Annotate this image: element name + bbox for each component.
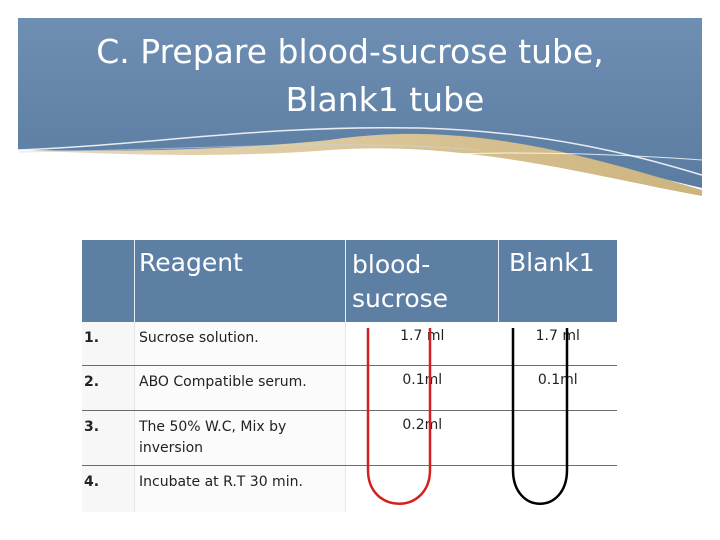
reagent-cell: The 50% W.C, Mix by inversion bbox=[134, 410, 346, 466]
header-number-cell bbox=[82, 240, 135, 322]
table-row: 1. Sucrose solution. 1.7 ml 1.7 ml bbox=[82, 322, 617, 366]
header-banner bbox=[17, 18, 703, 196]
table-row: 2. ABO Compatible serum. 0.1ml 0.1ml bbox=[82, 365, 617, 411]
blank1-value: 0.1ml bbox=[498, 365, 617, 411]
blood-sucrose-value: 0.1ml bbox=[345, 365, 499, 411]
blank1-value: 1.7 ml bbox=[498, 322, 617, 366]
row-number: 1. bbox=[82, 322, 135, 366]
row-number: 3. bbox=[82, 410, 135, 466]
reagent-table: Reagent blood-sucrose Blank1 1. Sucrose … bbox=[82, 240, 617, 512]
header-reagent: Reagent bbox=[134, 240, 346, 322]
header-blank1: Blank1 bbox=[498, 240, 617, 322]
reagent-cell: Sucrose solution. bbox=[134, 322, 346, 366]
row-number: 2. bbox=[82, 365, 135, 411]
table-row: 3. The 50% W.C, Mix by inversion 0.2ml bbox=[82, 410, 617, 466]
title-line-1: C. Prepare blood-sucrose tube, bbox=[96, 32, 604, 71]
row-number: 4. bbox=[82, 465, 135, 512]
table-row: 4. Incubate at R.T 30 min. bbox=[82, 465, 618, 513]
blank1-value bbox=[498, 410, 617, 466]
title-line-2: Blank1 tube bbox=[285, 80, 485, 119]
reagent-cell: Incubate at R.T 30 min. bbox=[134, 465, 346, 512]
header-blood-sucrose: blood-sucrose bbox=[345, 240, 499, 322]
blood-sucrose-value: 1.7 ml bbox=[345, 322, 499, 366]
blood-sucrose-value: 0.2ml bbox=[345, 410, 499, 466]
table-header-row: Reagent blood-sucrose Blank1 bbox=[82, 240, 617, 322]
blank1-value bbox=[499, 466, 618, 513]
blood-sucrose-value bbox=[346, 466, 499, 513]
slide-title: C. Prepare blood-sucrose tube, Blank1 tu… bbox=[20, 28, 700, 124]
reagent-cell: ABO Compatible serum. bbox=[134, 365, 346, 411]
